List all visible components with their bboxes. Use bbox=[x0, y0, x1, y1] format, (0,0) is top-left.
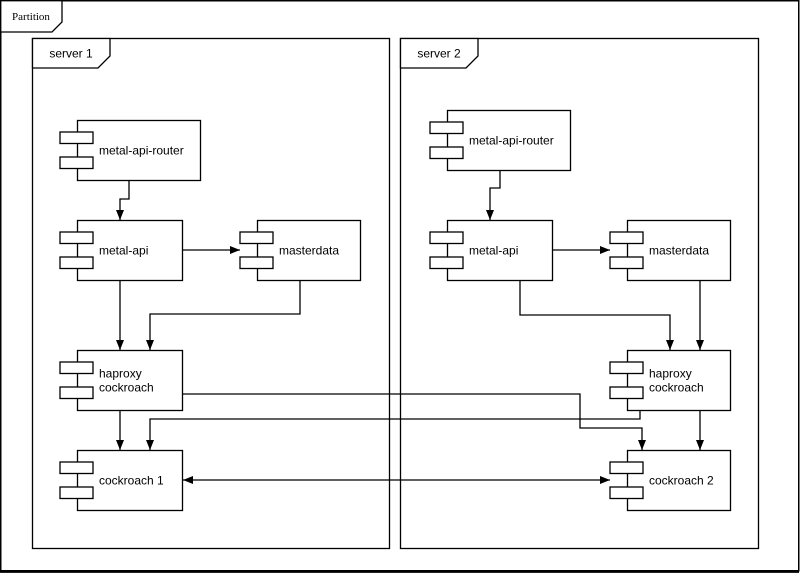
partition-tab bbox=[0, 0, 63, 33]
server1-metal-api[interactable]: metal-api bbox=[59, 219, 184, 282]
server1-metal-api-label: metal-api bbox=[99, 243, 148, 257]
server1-masterdata[interactable]: masterdata bbox=[239, 219, 362, 282]
server-1-border bbox=[31, 37, 391, 550]
component-tab-icon bbox=[609, 256, 644, 270]
server2-metal-api[interactable]: metal-api bbox=[429, 219, 554, 282]
edge-server2-haproxy-to-cockroach-1[interactable] bbox=[146, 410, 641, 450]
server1-masterdata-label: masterdata bbox=[279, 243, 339, 257]
component-tab-icon bbox=[609, 486, 644, 500]
server1-metal-api-router-box bbox=[76, 119, 202, 182]
server2-metal-api-router-box bbox=[446, 109, 572, 172]
server1-cockroach-1-label: cockroach 1 bbox=[99, 473, 164, 487]
server1-cockroach-1-box bbox=[76, 449, 184, 512]
component-tab-icon bbox=[429, 121, 464, 135]
edge-server1-haproxy-to-cockroach-2[interactable] bbox=[182, 393, 646, 450]
component-tab-icon bbox=[429, 146, 464, 160]
server2-masterdata-label: masterdata bbox=[649, 243, 709, 257]
server1-haproxy-cockroach-label: cockroach bbox=[99, 380, 154, 394]
component-tab-icon bbox=[59, 486, 94, 500]
server2-haproxy-cockroach-box bbox=[626, 349, 732, 412]
server-2-frame[interactable]: server 2 bbox=[399, 37, 760, 550]
server2-haproxy-cockroach-label: haproxy bbox=[649, 366, 692, 380]
server2-metal-api-router[interactable]: metal-api-router bbox=[429, 109, 572, 172]
server1-metal-api-box bbox=[76, 219, 184, 282]
server1-haproxy-cockroach-box bbox=[76, 349, 184, 412]
component-tab-icon bbox=[609, 361, 644, 375]
edge-server2-router-to-metal-api[interactable] bbox=[486, 170, 501, 220]
server1-masterdata-box bbox=[256, 219, 362, 282]
component-tab-icon bbox=[429, 256, 464, 270]
component-tab-icon bbox=[609, 386, 644, 400]
server-2-label: server 2 bbox=[417, 46, 461, 60]
component-tab-icon bbox=[239, 231, 274, 245]
server1-metal-api-router-label: metal-api-router bbox=[99, 143, 184, 157]
server1-metal-api-router[interactable]: metal-api-router bbox=[59, 119, 202, 182]
server2-masterdata[interactable]: masterdata bbox=[609, 219, 732, 282]
server-2-border bbox=[399, 37, 760, 550]
server-1-frame[interactable]: server 1 bbox=[31, 37, 391, 550]
component-tab-icon bbox=[239, 256, 274, 270]
component-tab-icon bbox=[59, 256, 94, 270]
edge-server1-masterdata-to-haproxy[interactable] bbox=[146, 280, 301, 350]
server-1-label: server 1 bbox=[49, 46, 93, 60]
component-tab-icon bbox=[59, 156, 94, 170]
component-tab-icon bbox=[59, 461, 94, 475]
server1-cockroach-1[interactable]: cockroach 1 bbox=[59, 449, 184, 512]
partition-label: Partition bbox=[12, 11, 50, 23]
server2-cockroach-2[interactable]: cockroach 2 bbox=[609, 449, 732, 512]
server-2-tab bbox=[399, 37, 479, 69]
server-1-tab bbox=[31, 37, 111, 69]
component-tab-icon bbox=[609, 461, 644, 475]
component-tab-icon bbox=[59, 386, 94, 400]
server2-metal-api-label: metal-api bbox=[469, 243, 518, 257]
server1-haproxy-cockroach-label: haproxy bbox=[99, 366, 142, 380]
component-tab-icon bbox=[609, 231, 644, 245]
component-tab-icon bbox=[429, 231, 464, 245]
edge-server1-router-to-metal-api[interactable] bbox=[116, 180, 130, 220]
server2-cockroach-2-label: cockroach 2 bbox=[649, 473, 714, 487]
server2-metal-api-router-label: metal-api-router bbox=[469, 133, 554, 147]
edge-server2-metal-api-to-haproxy[interactable] bbox=[519, 280, 674, 350]
server2-haproxy-cockroach-label: cockroach bbox=[649, 380, 704, 394]
server2-cockroach-2-box bbox=[626, 449, 732, 512]
component-tab-icon bbox=[59, 231, 94, 245]
server2-masterdata-box bbox=[626, 219, 732, 282]
component-tab-icon bbox=[59, 131, 94, 145]
component-tab-icon bbox=[59, 361, 94, 375]
